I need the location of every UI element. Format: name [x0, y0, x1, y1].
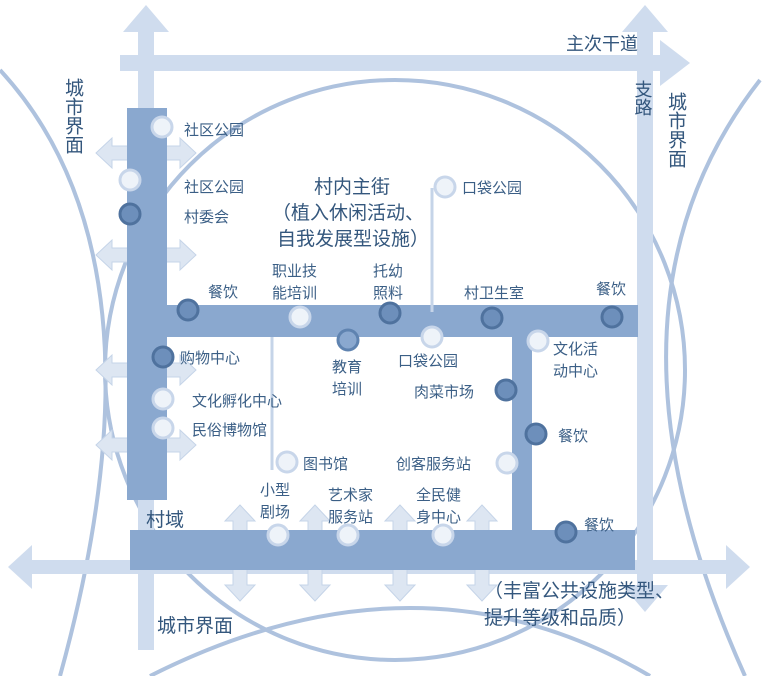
label-meat-market: 肉菜市场 [414, 383, 474, 401]
village-bottom-road [130, 530, 635, 570]
node-catering-right [600, 305, 624, 329]
label-small-theater-2: 剧场 [260, 503, 290, 521]
label-maker-station: 创客服务站 [396, 455, 471, 473]
label-culture-activity-2: 动中心 [553, 362, 598, 380]
facility-nodes [118, 115, 624, 547]
bottom-road-arrow-left [8, 545, 32, 589]
label-village-committee: 村委会 [184, 208, 229, 226]
label-folk-museum: 民俗博物馆 [192, 421, 267, 439]
node-library [275, 450, 299, 474]
bottom-road-arrow-right [726, 545, 750, 589]
right-interface-arc [664, 78, 762, 676]
node-maker-station [495, 451, 519, 475]
label-catering-right: 餐饮 [596, 280, 626, 298]
label-small-theater-1: 小型 [260, 481, 290, 499]
node-culture-activity [526, 329, 550, 353]
label-artist-station-2: 服务站 [328, 508, 373, 526]
main-street-note-line1: （植入休闲活动、 [272, 202, 424, 224]
node-childcare [378, 301, 402, 325]
node-culture-incubation [151, 387, 175, 411]
village-domain-label: 村域 [146, 509, 184, 531]
village-lanes [270, 188, 434, 470]
node-village-committee [118, 202, 142, 226]
node-catering-left [176, 298, 200, 322]
label-library: 图书馆 [303, 455, 348, 473]
interface-labels: 城市界面 城市界面 城市界面 主次干道 支路 村域 村内主街 （植入休闲活动、 … [62, 34, 687, 637]
city-interface-right-label: 城市界面 [665, 92, 687, 168]
node-catering-mid [524, 422, 548, 446]
village-right-road [512, 320, 532, 535]
label-catering-mid: 餐饮 [558, 427, 588, 445]
label-childcare-1: 托幼 [373, 262, 403, 280]
label-clinic: 村卫生室 [464, 284, 524, 302]
node-folk-museum [151, 416, 175, 440]
label-childcare-2: 照料 [373, 284, 403, 302]
right-road-arrow-down [622, 585, 668, 612]
node-catering-bottom [554, 520, 578, 544]
node-community-park-1 [150, 115, 174, 139]
facility-labels: 社区公园 社区公园 村委会 口袋公园 餐饮 职业技 能培训 托幼 照料 村卫生室… [180, 121, 626, 534]
node-small-theater [266, 523, 290, 547]
right-road-arrow-up [622, 5, 668, 32]
right-main-road [637, 30, 653, 590]
node-clinic [480, 306, 504, 330]
branch-road-label: 支路 [632, 80, 653, 116]
top-road-arrow-right [660, 40, 690, 86]
label-shopping: 购物中心 [180, 349, 240, 367]
node-community-park-2 [118, 168, 142, 192]
left-road-arrow-up [123, 5, 169, 32]
node-meat-market [494, 378, 518, 402]
label-pocket-park-top: 口袋公园 [462, 179, 522, 197]
public-note-line2: 提升等级和品质） [484, 607, 636, 629]
label-vocational-2: 能培训 [272, 284, 317, 302]
label-catering-bottom: 餐饮 [584, 516, 614, 534]
label-community-park-2: 社区公园 [184, 178, 244, 196]
label-pocket-park-mid: 口袋公园 [398, 352, 458, 370]
label-fitness-1: 全民健 [416, 486, 461, 504]
left-interface-arc [0, 68, 108, 676]
label-community-park-1: 社区公园 [184, 121, 244, 139]
bottom-interface-arc [149, 606, 652, 676]
main-street-note-line2: 自我发展型设施） [277, 228, 429, 250]
node-pocket-park-top [433, 175, 457, 199]
main-secondary-road-label: 主次干道 [566, 34, 638, 55]
node-fitness [431, 523, 455, 547]
label-fitness-2: 身中心 [416, 508, 461, 526]
village-left-road [127, 108, 167, 500]
label-catering-left: 餐饮 [208, 283, 238, 301]
label-education-1: 教育 [332, 358, 362, 376]
node-artist-station [336, 523, 360, 547]
node-education [336, 328, 360, 352]
label-artist-station-1: 艺术家 [328, 486, 373, 504]
main-street-title: 村内主街 [314, 176, 390, 198]
node-pocket-park-mid [420, 325, 444, 349]
label-education-2: 培训 [332, 380, 362, 398]
public-note-line1: （丰富公共设施类型、 [484, 580, 674, 602]
node-shopping [151, 345, 175, 369]
top-main-road [120, 55, 660, 71]
label-vocational-1: 职业技 [272, 262, 317, 280]
label-culture-incubation: 文化孵化中心 [192, 392, 282, 410]
city-interface-bottom-label: 城市界面 [157, 615, 233, 637]
node-vocational [288, 305, 312, 329]
city-interface-left-label: 城市界面 [62, 78, 84, 154]
label-culture-activity-1: 文化活 [553, 340, 598, 358]
